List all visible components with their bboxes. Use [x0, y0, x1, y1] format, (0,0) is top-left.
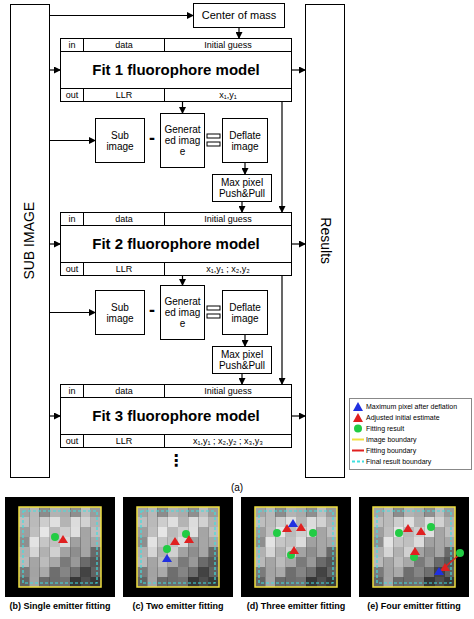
connector-arrow — [50, 15, 193, 16]
node-text: Results — [317, 218, 332, 265]
legend-row: Fitting result — [352, 423, 469, 434]
connector-arrow — [281, 276, 282, 384]
node-text: Sub image — [98, 302, 142, 324]
legend-text: Adjusted initial estimate — [366, 412, 440, 423]
fit-title: Fit 3 fluorophore model — [92, 407, 260, 424]
legend-row: Adjusted initial estimate — [352, 412, 469, 423]
table-cell: out — [61, 263, 84, 275]
image-box: Deflate image — [222, 290, 268, 335]
table-cell: Initial guess — [165, 213, 291, 225]
operator-sign: - — [149, 129, 155, 149]
fitting-panel — [123, 497, 233, 597]
connector-arrow — [238, 28, 239, 38]
legend-text: Fitting boundary — [366, 445, 416, 456]
process-box: Max pixel Push&Pull — [212, 346, 272, 374]
input-bar: SUB IMAGE — [10, 4, 50, 478]
connector-arrow — [50, 69, 60, 70]
legend-swatch — [352, 401, 364, 412]
legend-swatch — [352, 434, 364, 445]
legend-swatch — [352, 456, 364, 467]
table-cell: x₁,y₁ — [165, 89, 291, 101]
legend-row: Image boundary — [352, 434, 469, 445]
fit-model-box: indataInitial guessFit 3 fluorophore mod… — [60, 384, 292, 448]
connector-arrow — [292, 415, 305, 416]
connector-arrow — [244, 335, 245, 346]
connector-arrow — [292, 243, 305, 244]
output-bar: Results — [305, 4, 345, 478]
table-cell: in — [61, 213, 84, 225]
legend-text: Final result boundary — [366, 456, 431, 467]
image-box: Generated image — [160, 285, 205, 340]
table-cell: LLR — [84, 89, 165, 101]
table-cell: Initial guess — [165, 39, 291, 51]
image-box: Deflate image — [222, 118, 268, 163]
table-cell: out — [61, 89, 84, 101]
image-box: Sub image — [95, 290, 145, 335]
connector-arrow — [241, 202, 242, 212]
fitting-panel — [241, 497, 351, 597]
table-cell: Initial guess — [165, 385, 291, 397]
connector-arrow — [50, 140, 95, 141]
fit-title: Fit 1 fluorophore model — [92, 61, 260, 78]
connector-arrow — [182, 102, 183, 113]
table-cell: LLR — [84, 435, 165, 447]
legend-text: Image boundary — [366, 434, 417, 445]
panel-caption: (b) Single emitter fitting — [10, 602, 111, 612]
connector-arrow — [241, 374, 242, 384]
process-box: Max pixel Push&Pull — [212, 174, 272, 202]
table-cell: data — [84, 39, 165, 51]
connector-arrow — [50, 415, 60, 416]
node-text: SUB IMAGE — [22, 202, 37, 280]
node-text: Deflate image — [225, 302, 265, 324]
fit-title: Fit 2 fluorophore model — [92, 235, 260, 252]
connector-arrow — [50, 312, 95, 313]
legend-text: Maximum pixel after deflation — [366, 401, 457, 412]
connector-arrow — [292, 69, 305, 70]
subfigure-label: (a) — [231, 482, 243, 493]
node-text: Generated image — [163, 124, 202, 157]
node-text: Max pixel Push&Pull — [215, 177, 269, 199]
image-box: Sub image — [95, 118, 145, 163]
legend-text: Fitting result — [366, 423, 404, 434]
table-cell: data — [84, 213, 165, 225]
operator-sign: - — [149, 301, 155, 321]
table-cell: x₁,y₁ ; x₂,y₂ ; x₃,y₃ — [165, 435, 291, 447]
table-cell: out — [61, 435, 84, 447]
fitting-panel — [5, 497, 115, 597]
image-box: Generated image — [160, 113, 205, 168]
continuation-dots: ⋮ — [168, 452, 184, 470]
table-cell: in — [61, 385, 84, 397]
fit-model-box: indataInitial guessFit 2 fluorophore mod… — [60, 212, 292, 276]
node-text: Max pixel Push&Pull — [215, 349, 269, 371]
panel-caption: (d) Three emitter fitting — [247, 602, 346, 612]
connector-arrow — [50, 243, 60, 244]
connector-arrow — [244, 163, 245, 174]
panel-caption: (c) Two emitter fitting — [133, 602, 224, 612]
table-cell: in — [61, 39, 84, 51]
node-text: Deflate image — [225, 130, 265, 152]
legend-box: Maximum pixel after deflationAdjusted in… — [349, 398, 472, 470]
node-text: Center of mass — [202, 9, 277, 21]
table-cell: x₁,y₁ ; x₂,y₂ — [165, 263, 291, 275]
legend-swatch — [352, 423, 364, 434]
legend-row: Fitting boundary — [352, 445, 469, 456]
node-text: Sub image — [98, 130, 142, 152]
panel-caption: (e) Four emitter fitting — [367, 602, 461, 612]
connector-arrow — [281, 102, 282, 212]
legend-row: Maximum pixel after deflation — [352, 401, 469, 412]
legend-swatch — [352, 445, 364, 456]
fitting-panel — [359, 497, 469, 597]
fit-model-box: indataInitial guessFit 1 fluorophore mod… — [60, 38, 292, 102]
table-cell: LLR — [84, 263, 165, 275]
legend-swatch — [352, 412, 364, 423]
table-cell: data — [84, 385, 165, 397]
connector-arrow — [182, 276, 183, 285]
legend-row: Final result boundary — [352, 456, 469, 467]
process-box: Center of mass — [193, 3, 285, 28]
node-text: Generated image — [163, 296, 202, 329]
